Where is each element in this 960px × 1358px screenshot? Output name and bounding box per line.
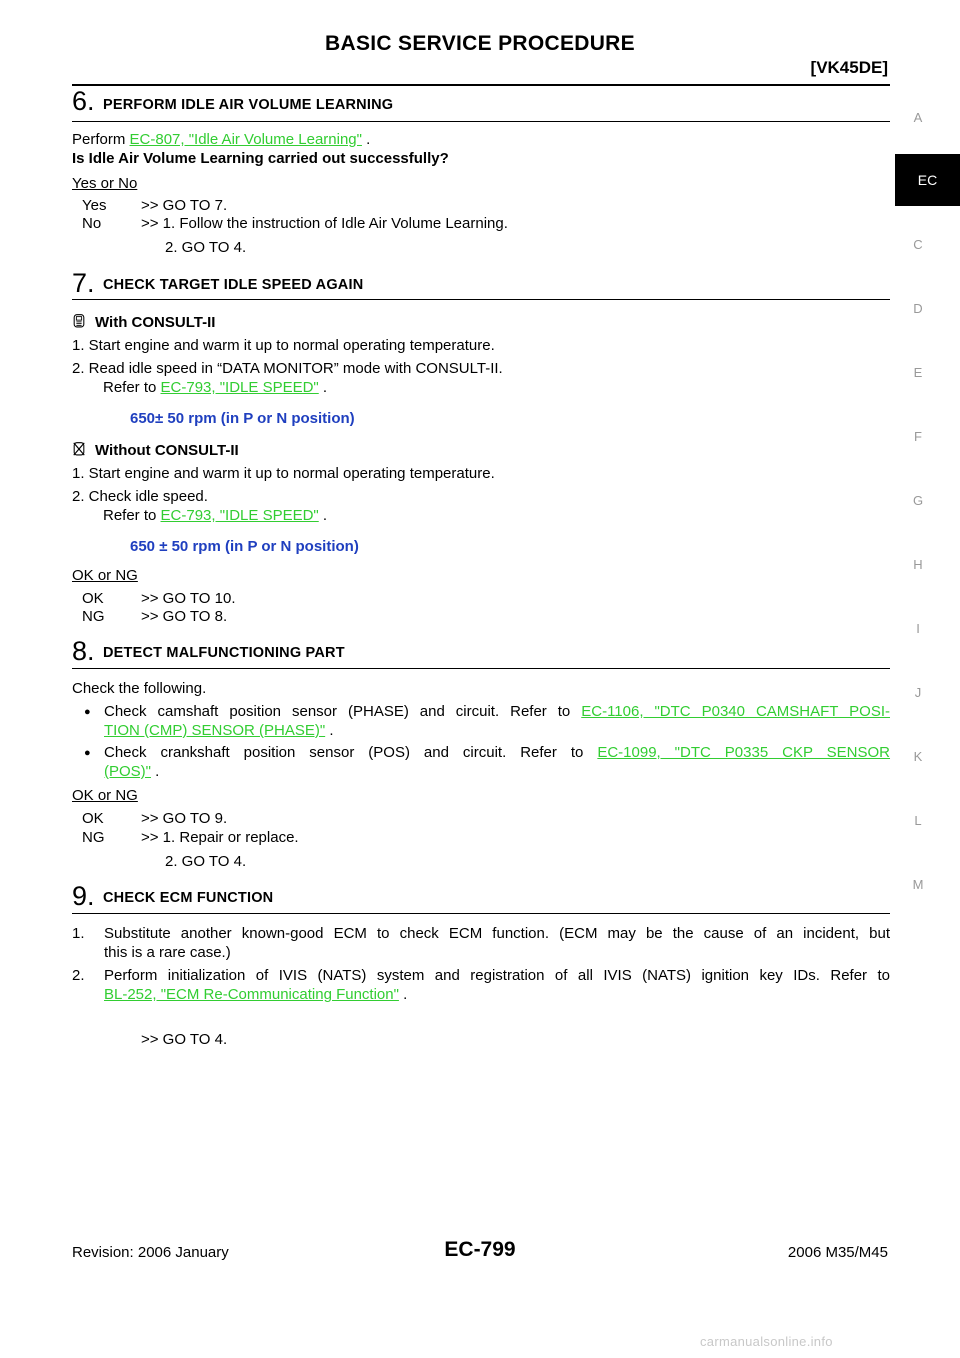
step-6-title: PERFORM IDLE AIR VOLUME LEARNING [103, 97, 394, 113]
step-7-with-2-ref: Refer to EC-793, "IDLE SPEED" . [103, 379, 328, 396]
step-8-ok-key: OK [82, 810, 104, 827]
tab-l[interactable]: L [914, 813, 922, 828]
step-6-rule [72, 121, 890, 122]
tab-ec-active[interactable]: EC [895, 154, 960, 206]
step-9-number: 9. [72, 881, 95, 911]
engine-code: [VK45DE] [810, 58, 888, 77]
step-7-title: CHECK TARGET IDLE SPEED AGAIN [103, 277, 364, 293]
tab-k[interactable]: K [913, 749, 923, 764]
step-6-perform-line: Perform EC-807, "Idle Air Volume Learnin… [72, 131, 371, 148]
step-9-goto: >> GO TO 4. [141, 1031, 228, 1048]
step-9-p1-number: 1. [72, 925, 85, 942]
step-8-bullet-2-line-2: (POS)" . [104, 763, 160, 780]
step-8-number: 8. [72, 636, 95, 666]
step-9-rule [72, 913, 890, 914]
page-header-title: BASIC SERVICE PROCEDURE [325, 32, 635, 55]
step-9-p1-line-2: this is a rare case.) [104, 944, 231, 961]
step-8-bullet-1-line-2: TION (CMP) SENSOR (PHASE)" . [104, 722, 334, 739]
without-consult-label: Without CONSULT-II [95, 442, 239, 459]
step-7-choice: OK or NG [72, 567, 138, 584]
step-8-ng-value-2: 2. GO TO 4. [165, 853, 247, 870]
footer-revision: Revision: 2006 January [72, 1244, 229, 1261]
step-8-intro: Check the following. [72, 680, 207, 697]
link-idle-speed-2[interactable]: EC-793, "IDLE SPEED" [160, 507, 319, 524]
step-8-rule [72, 668, 890, 669]
spec-idle-speed-1: 650± 50 rpm (in P or N position) [130, 410, 355, 427]
step-6-yes-key: Yes [82, 197, 107, 214]
link-dtc-p0335-part-1[interactable]: EC-1099, "DTC P0335 CKP SENSOR [597, 744, 891, 761]
step-7-with-1: 1. Start engine and warm it up to normal… [72, 337, 495, 354]
tab-g[interactable]: G [912, 493, 924, 508]
bullet-2: ● [84, 747, 91, 759]
header-rule [72, 84, 890, 86]
step-7-with-2: 2. Read idle speed in “DATA MONITOR” mod… [72, 360, 503, 377]
step-7-ok-value: >> GO TO 10. [141, 590, 236, 607]
step-6-no-value-2: 2. GO TO 4. [165, 239, 247, 256]
step-6-question: Is Idle Air Volume Learning carried out … [72, 150, 449, 167]
step-9-p1-line-1: Substitute another known-good ECM to che… [104, 925, 890, 942]
step-6-choice: Yes or No [72, 175, 138, 192]
tab-i[interactable]: I [916, 621, 920, 636]
step-7-without-2-ref: Refer to EC-793, "IDLE SPEED" . [103, 507, 328, 524]
step-8-title: DETECT MALFUNCTIONING PART [103, 645, 345, 661]
step-7-rule [72, 299, 890, 300]
step-8-bullet-1-line-1: Check camshaft position sensor (PHASE) a… [104, 703, 890, 720]
step-7-without-1: 1. Start engine and warm it up to normal… [72, 465, 495, 482]
step-7-ng-value: >> GO TO 8. [141, 608, 228, 625]
step-9-p2-number: 2. [72, 967, 85, 984]
step-8-ng-key: NG [82, 829, 105, 846]
tab-c[interactable]: C [913, 237, 923, 252]
step-7-number: 7. [72, 268, 95, 298]
step-7-without-2: 2. Check idle speed. [72, 488, 208, 505]
step-9-p2-line-1: Perform initialization of IVIS (NATS) sy… [104, 967, 890, 984]
step-8-bullet-2-line-1: Check crankshaft position sensor (POS) a… [104, 744, 891, 761]
no-consult-icon [73, 442, 85, 456]
tab-h[interactable]: H [913, 557, 923, 572]
step-7-ng-key: NG [82, 608, 105, 625]
link-idle-air-volume-learning[interactable]: EC-807, "Idle Air Volume Learning" [129, 131, 362, 148]
step-9-title: CHECK ECM FUNCTION [103, 890, 274, 906]
step-6-no-value: >> 1. Follow the instruction of Idle Air… [141, 215, 508, 232]
step-9-p2-line-2: BL-252, "ECM Re-Communicating Function" … [104, 986, 408, 1003]
link-dtc-p0340-part-1[interactable]: EC-1106, "DTC P0340 CAMSHAFT POSI- [581, 703, 890, 720]
consult-ii-icon [73, 314, 85, 328]
step-8-ok-value: >> GO TO 9. [141, 810, 228, 827]
step-7-ok-key: OK [82, 590, 104, 607]
link-idle-speed-1[interactable]: EC-793, "IDLE SPEED" [160, 379, 319, 396]
link-dtc-p0340-part-2[interactable]: TION (CMP) SENSOR (PHASE)" [104, 722, 326, 739]
spec-idle-speed-2: 650 ± 50 rpm (in P or N position) [130, 538, 359, 555]
tab-m[interactable]: M [912, 877, 924, 892]
tab-f[interactable]: F [914, 429, 922, 444]
link-ecm-re-communicating[interactable]: BL-252, "ECM Re-Communicating Function" [104, 986, 399, 1003]
tab-e[interactable]: E [913, 365, 923, 380]
with-consult-label: With CONSULT-II [95, 314, 216, 331]
step-8-choice: OK or NG [72, 787, 138, 804]
tab-a[interactable]: A [913, 110, 923, 125]
tab-j[interactable]: J [914, 685, 922, 700]
link-dtc-p0335-part-2[interactable]: (POS)" [104, 763, 151, 780]
step-6-number: 6. [72, 86, 95, 116]
step-8-ng-value: >> 1. Repair or replace. [141, 829, 299, 846]
tab-d[interactable]: D [913, 301, 923, 316]
watermark: carmanualsonline.info [700, 1334, 833, 1349]
footer-page-number: EC-799 [444, 1238, 516, 1261]
footer-model: 2006 M35/M45 [787, 1244, 888, 1261]
step-6-no-key: No [82, 215, 102, 232]
bullet-1: ● [84, 706, 91, 718]
step-6-yes-value: >> GO TO 7. [141, 197, 228, 214]
